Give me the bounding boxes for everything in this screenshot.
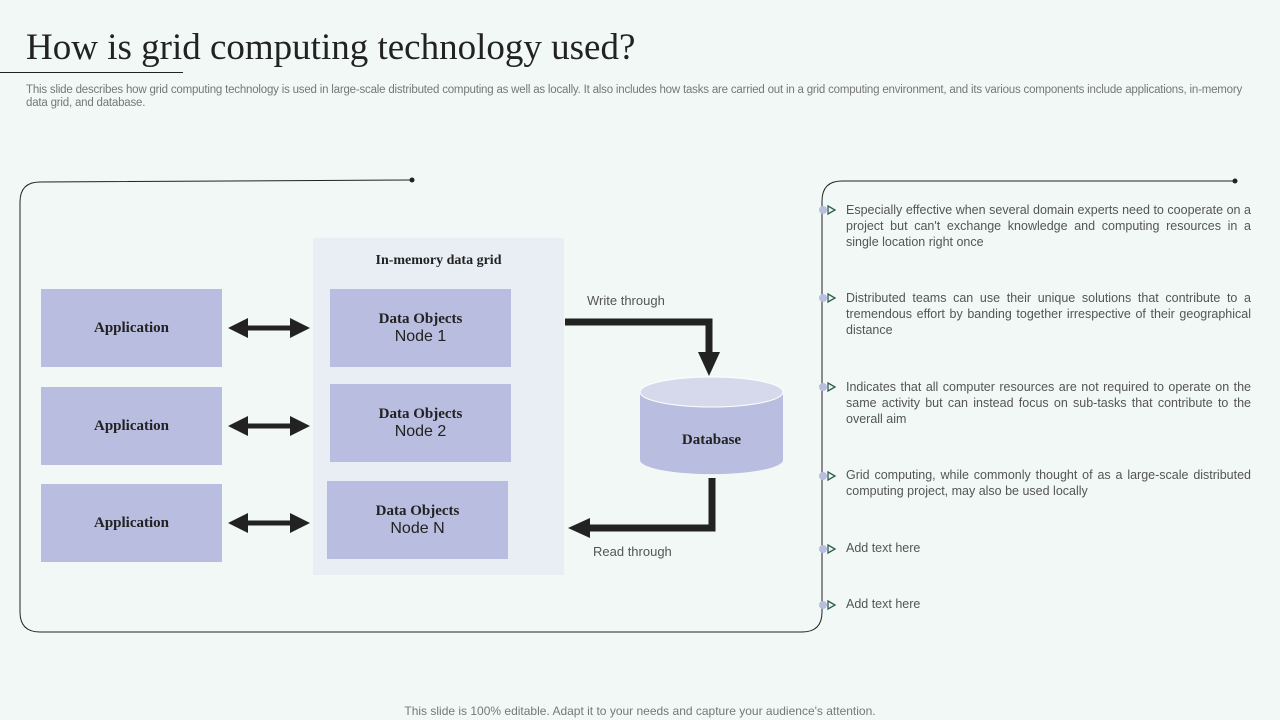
- node-title: Data Objects: [378, 310, 463, 327]
- application-box-3: Application: [41, 484, 222, 562]
- node-name: Node 1: [394, 327, 447, 345]
- right-frame: [821, 180, 1235, 612]
- app-node-arrows: [228, 318, 310, 533]
- node-box-2: Data Objects Node 2: [330, 384, 511, 462]
- node-name: Node N: [390, 519, 445, 537]
- bullet-2: Distributed teams can use their unique s…: [846, 291, 1251, 337]
- bullet-marker-icon: [818, 542, 838, 555]
- bullet-6: Add text here: [846, 597, 921, 611]
- bullet-marker-icon: [818, 203, 838, 216]
- node-title: Data Objects: [375, 502, 460, 519]
- bullet-5: Add text here: [846, 541, 921, 555]
- footer-note: This slide is 100% editable. Adapt it to…: [404, 704, 876, 718]
- write-through-arrow: [565, 318, 720, 376]
- read-through-label: Read through: [593, 544, 672, 559]
- page-title: How is grid computing technology used?: [26, 27, 636, 68]
- bullet-4: Grid computing, while commonly thought o…: [846, 468, 1251, 498]
- bullet-1: Especially effective when several domain…: [846, 203, 1251, 249]
- bullet-marker-icon: [818, 380, 838, 393]
- database-label: Database: [681, 432, 742, 448]
- bullet-marker-icon: [818, 291, 838, 304]
- bullet-3: Indicates that all computer resources ar…: [846, 380, 1251, 426]
- application-box-2: Application: [41, 387, 222, 465]
- node-title: Data Objects: [378, 405, 463, 422]
- write-through-label: Write through: [587, 293, 665, 308]
- node-box-n: Data Objects Node N: [327, 481, 508, 559]
- node-name: Node 2: [394, 422, 447, 440]
- slide-description: This slide describes how grid computing …: [26, 84, 1243, 109]
- database-cylinder: [639, 376, 784, 475]
- title-underline: [0, 72, 183, 73]
- grid-label: In-memory data grid: [375, 253, 502, 268]
- node-box-1: Data Objects Node 1: [330, 289, 511, 367]
- application-box-1: Application: [41, 289, 222, 367]
- bullet-marker-icon: [818, 598, 838, 611]
- read-through-arrow: [568, 478, 716, 538]
- left-frame: [19, 179, 823, 633]
- bullet-marker-icon: [818, 469, 838, 482]
